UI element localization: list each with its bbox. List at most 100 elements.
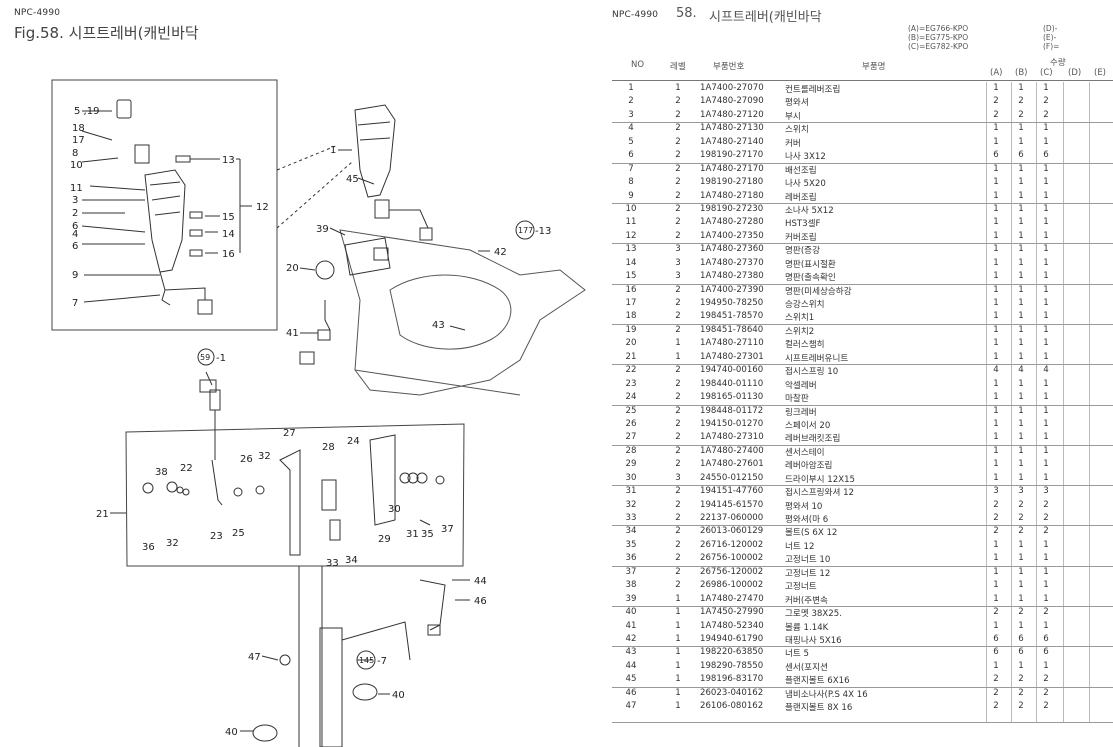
part-no: 27: [625, 432, 637, 443]
qty-b: 2: [1018, 526, 1024, 537]
callout-21: 21: [96, 509, 109, 520]
part-name: 평와셔 10: [785, 501, 823, 512]
qty-c: 1: [1043, 257, 1049, 268]
part-number: 26013-060129: [700, 526, 764, 537]
qty-a: 2: [993, 513, 999, 523]
level: 2: [675, 459, 681, 470]
part-number: 198196-83170: [700, 674, 764, 685]
qty-c: 1: [1043, 311, 1049, 322]
qty-a: 1: [993, 566, 999, 577]
qty-c: 1: [1043, 190, 1049, 201]
qty-a: 1: [993, 445, 999, 456]
col-part-name: 부품명: [862, 62, 886, 72]
qty-c: 1: [1043, 123, 1049, 134]
model-a: (A)=EG766-KPO: [908, 24, 969, 33]
qty-b: 1: [1018, 284, 1024, 295]
part-no: 14: [625, 257, 637, 268]
part-number: 198190-27170: [700, 150, 764, 161]
ref-177-suffix: -13: [535, 226, 551, 237]
callout-41: 41: [286, 328, 299, 339]
qty-b: 1: [1018, 405, 1024, 416]
row-separator: [612, 202, 1113, 204]
qty-a: 6: [993, 647, 999, 658]
qty-c: 1: [1043, 566, 1049, 577]
part-name: 고정너트 10: [785, 555, 831, 566]
ref-circle-59: [197, 348, 215, 366]
level: 2: [675, 190, 681, 201]
ref-circle-145: [356, 650, 376, 670]
part-name: 명판(증강: [785, 246, 820, 257]
qty-b: 2: [1018, 96, 1024, 107]
left-page-code: NPC-4990: [14, 8, 61, 18]
ref-59-suffix: -1: [216, 353, 226, 364]
qty-a: 1: [993, 378, 999, 389]
callout-43: 43: [432, 320, 445, 331]
part-name: 명판(미세상승하강: [785, 286, 852, 297]
qty-b: 1: [1018, 566, 1024, 577]
qty-a: 1: [993, 217, 999, 228]
callout-7: 7: [72, 298, 78, 309]
qty-c: 1: [1043, 284, 1049, 295]
level: 2: [675, 96, 681, 107]
part-no: 5: [628, 136, 634, 147]
qty-c: 1: [1043, 405, 1049, 416]
level: 3: [675, 244, 681, 255]
callout-34: 34: [345, 555, 358, 566]
callout-4: 4: [72, 229, 78, 240]
row-separator: [612, 646, 1113, 648]
part-name: 센서스테이: [785, 447, 825, 458]
qty-c: 1: [1043, 230, 1049, 241]
part-no: 9: [628, 190, 634, 201]
part-number: 26023-040162: [700, 687, 764, 698]
part-name: 드라이부시 12X15: [785, 474, 856, 485]
callout-13: 13: [222, 155, 235, 166]
part-no: 42: [625, 633, 637, 644]
part-name: 커버조립: [785, 232, 817, 243]
part-name: 명판(출속확인: [785, 273, 836, 284]
qty-b: 2: [1018, 109, 1024, 120]
col-qty-a: (A): [990, 68, 1003, 78]
qty-c: 1: [1043, 378, 1049, 389]
qty-a: 1: [993, 472, 999, 483]
model-f: (F)=: [1043, 42, 1060, 51]
qty-a: 2: [993, 687, 999, 698]
part-number: 1A7480-27280: [700, 217, 764, 228]
row-separator: [612, 485, 1113, 487]
shift-lever-unit-box: [125, 423, 465, 567]
part-number: 198190-27230: [700, 203, 764, 214]
qty-b: 2: [1018, 674, 1024, 685]
callout-2: 2: [72, 208, 78, 219]
callout-6b: 6: [72, 241, 78, 252]
part-number: 1A7480-27170: [700, 163, 764, 174]
part-name: 컨트롤레버조립: [785, 85, 841, 95]
part-number: 26106-080162: [700, 701, 764, 712]
level: 2: [675, 123, 681, 134]
part-number: 1A7400-27350: [700, 230, 764, 241]
qty-b: 2: [1018, 687, 1024, 698]
qty-b: 6: [1018, 647, 1024, 658]
part-no: 3: [628, 109, 634, 120]
part-name: 배선조립: [785, 165, 817, 176]
col-no: NO: [631, 60, 645, 70]
qty-b: 2: [1018, 607, 1024, 618]
qty-b: 1: [1018, 163, 1024, 174]
level: 2: [675, 432, 681, 443]
part-no: 1: [628, 83, 634, 93]
callout-32: 32: [258, 451, 271, 462]
part-number: 1A7480-27470: [700, 593, 764, 604]
callout-30: 30: [388, 504, 401, 515]
part-name: 태핑나사 5X16: [785, 635, 842, 646]
part-no: 30: [625, 472, 637, 483]
